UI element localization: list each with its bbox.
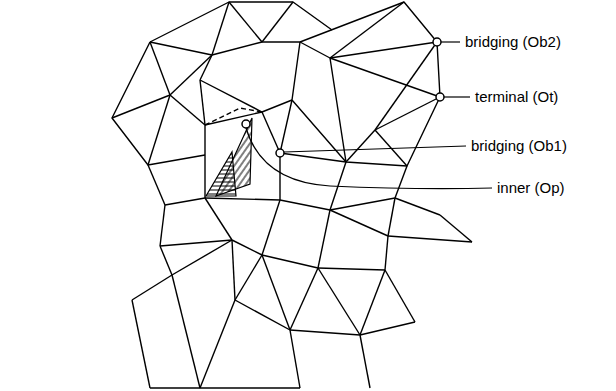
bond-label: terminal (Ot) <box>474 88 559 106</box>
bond-label: bridging (Ob1) <box>470 137 568 155</box>
bond-label: inner (Op) <box>496 179 566 197</box>
bond-label: bridging (Ob2) <box>464 33 562 51</box>
